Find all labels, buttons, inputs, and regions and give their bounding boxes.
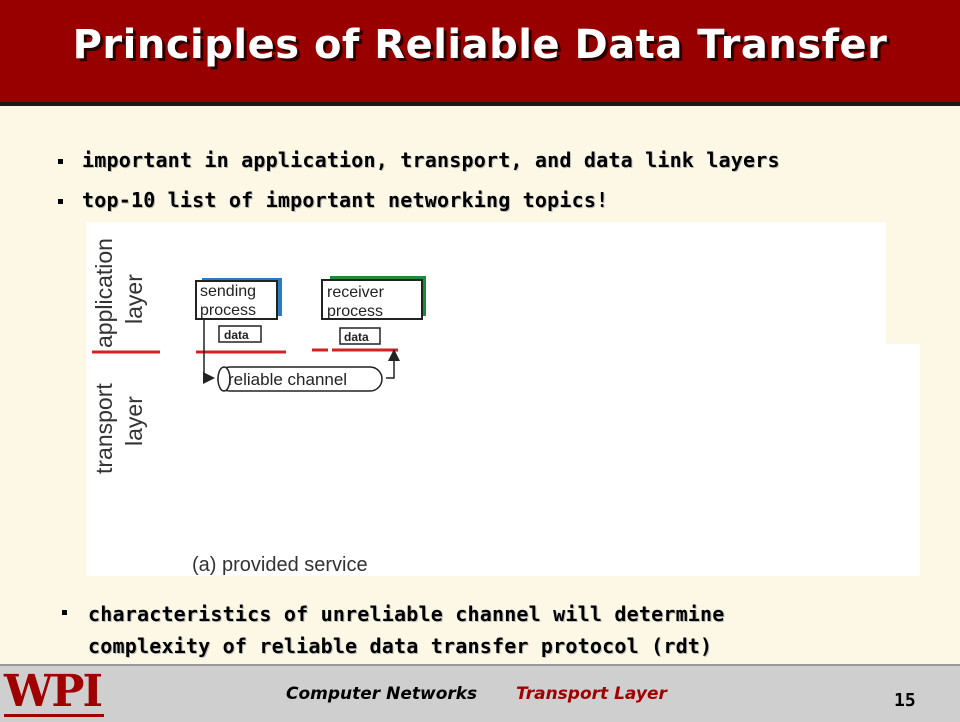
deliver-arrow (386, 349, 400, 379)
sending-process-label-2: process (200, 302, 256, 319)
slide-title: Principles of Reliable Data Transfer (72, 22, 888, 68)
footer-course: Computer Networks (286, 684, 478, 704)
bullet-line: complexity of reliable data transfer pro… (88, 634, 713, 658)
bullet-text: important in application, transport, and… (82, 148, 780, 172)
sending-process-box (195, 280, 278, 320)
sender-data-box (218, 325, 262, 343)
receiver-data-box (339, 327, 381, 345)
logo-underline (4, 714, 104, 717)
reliable-channel-label: reliable channel (228, 370, 347, 389)
receiver-process-box (321, 279, 423, 320)
receiver-process-label: receiver (327, 284, 385, 301)
send-arrow (203, 320, 215, 384)
title-bar: Principles of Reliable Data Transfer (0, 0, 960, 106)
reliable-transfer-diagram: application layer transport layer sendin… (91, 238, 426, 576)
bullet-icon (62, 610, 67, 615)
bullet-icon (58, 159, 63, 164)
bullet-line: characteristics of unreliable channel wi… (88, 602, 725, 626)
bullet-text: top-10 list of important networking topi… (82, 188, 609, 212)
receiver-process-label-2: process (327, 303, 383, 320)
diagram-caption: (a) provided service (192, 554, 368, 576)
footer-chapter: Transport Layer (516, 684, 667, 704)
reliable-channel-pipe-end (217, 366, 231, 392)
bullet-text: characteristics of unreliable channel wi… (88, 598, 725, 662)
bullet-icon (58, 199, 63, 204)
page-number: 15 (894, 690, 916, 711)
footer-bar (0, 664, 960, 722)
sender-data-label: data (224, 328, 249, 342)
application-layer-label-2: layer (121, 274, 147, 324)
transport-layer-label-2: layer (121, 396, 147, 446)
wpi-logo: WPI (4, 666, 103, 717)
receiver-data-label: data (344, 330, 369, 344)
transport-layer-label: transport (91, 383, 117, 474)
application-layer-label: application (91, 238, 117, 348)
sending-process-label: sending (200, 283, 256, 300)
